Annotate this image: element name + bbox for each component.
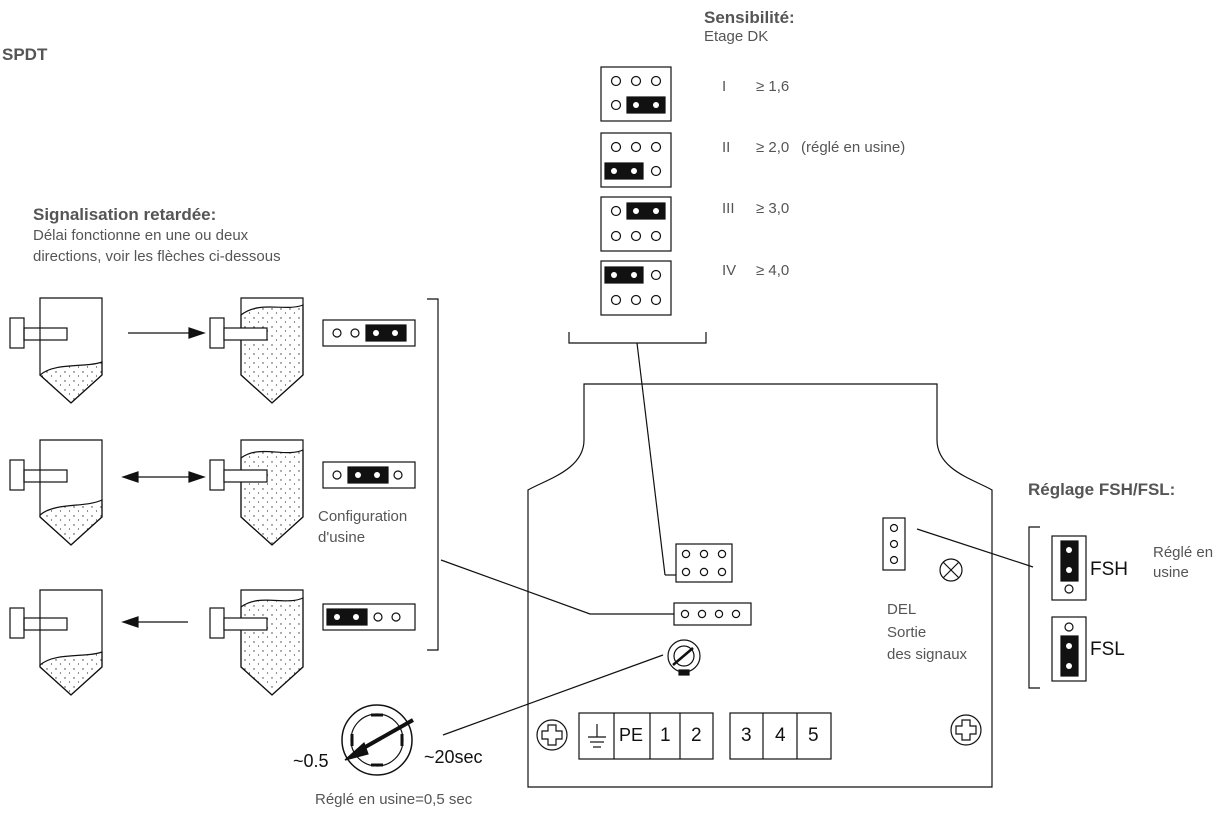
fsh-factory-line1: Réglé en [1153, 544, 1214, 561]
led-label: DEL [887, 601, 917, 618]
silo-row-3 [9, 589, 416, 696]
housing-outline [527, 383, 993, 788]
screw-left [536, 719, 568, 751]
level-note: (réglé en usine) [801, 139, 906, 156]
level-value: ≥ 4,0 [756, 262, 790, 279]
sensitivity-subheading: Etage DK [704, 28, 769, 45]
dial-max-label: ~20sec [424, 747, 483, 767]
terminal-label: 3 [741, 725, 752, 746]
factory-config-line1: Configuration [318, 508, 408, 525]
fsl-label: FSL [1090, 639, 1125, 660]
fsh-label: FSH [1090, 559, 1128, 580]
level-value: ≥ 2,0 [756, 139, 790, 156]
delay-description-line1: Délai fonctionne en une ou deux [33, 227, 249, 244]
delay-heading: Signalisation retardée: [33, 205, 217, 224]
terminal-label: PE [619, 725, 644, 745]
silo-row-1 [9, 297, 416, 404]
fsh-factory-line2: usine [1153, 564, 1189, 581]
terminal-label: 1 [660, 725, 671, 746]
level-roman: II [722, 139, 731, 156]
screw-right [950, 714, 982, 746]
level-roman: I [722, 78, 727, 95]
terminal-label: 5 [808, 725, 819, 746]
diagram-title: SPDT [2, 45, 48, 64]
dial-factory-label: Réglé en usine=0,5 sec [315, 791, 473, 808]
silo-row-2 [9, 439, 416, 546]
terminal-label: 2 [691, 725, 702, 746]
fsh-fsl-jumpers [1028, 526, 1087, 689]
terminal-label: 4 [775, 725, 786, 746]
sensitivity-jumpers [600, 66, 672, 316]
led-output-line2: des signaux [887, 646, 968, 663]
fsh-fsl-heading: Réglage FSH/FSL: [1028, 480, 1176, 499]
delay-dial [341, 704, 414, 776]
sensitivity-heading: Sensibilité: [704, 8, 795, 27]
led-output-line1: Sortie [887, 624, 927, 641]
level-roman: IV [722, 262, 737, 279]
level-roman: III [722, 200, 735, 217]
dial-min-label: ~0.5 [293, 751, 329, 771]
level-value: ≥ 3,0 [756, 200, 790, 217]
terminal-strip [578, 712, 832, 760]
delay-description-line2: directions, voir les flèches ci-dessous [33, 248, 281, 265]
factory-config-line2: d'usine [318, 529, 366, 546]
level-value: ≥ 1,6 [756, 78, 790, 95]
